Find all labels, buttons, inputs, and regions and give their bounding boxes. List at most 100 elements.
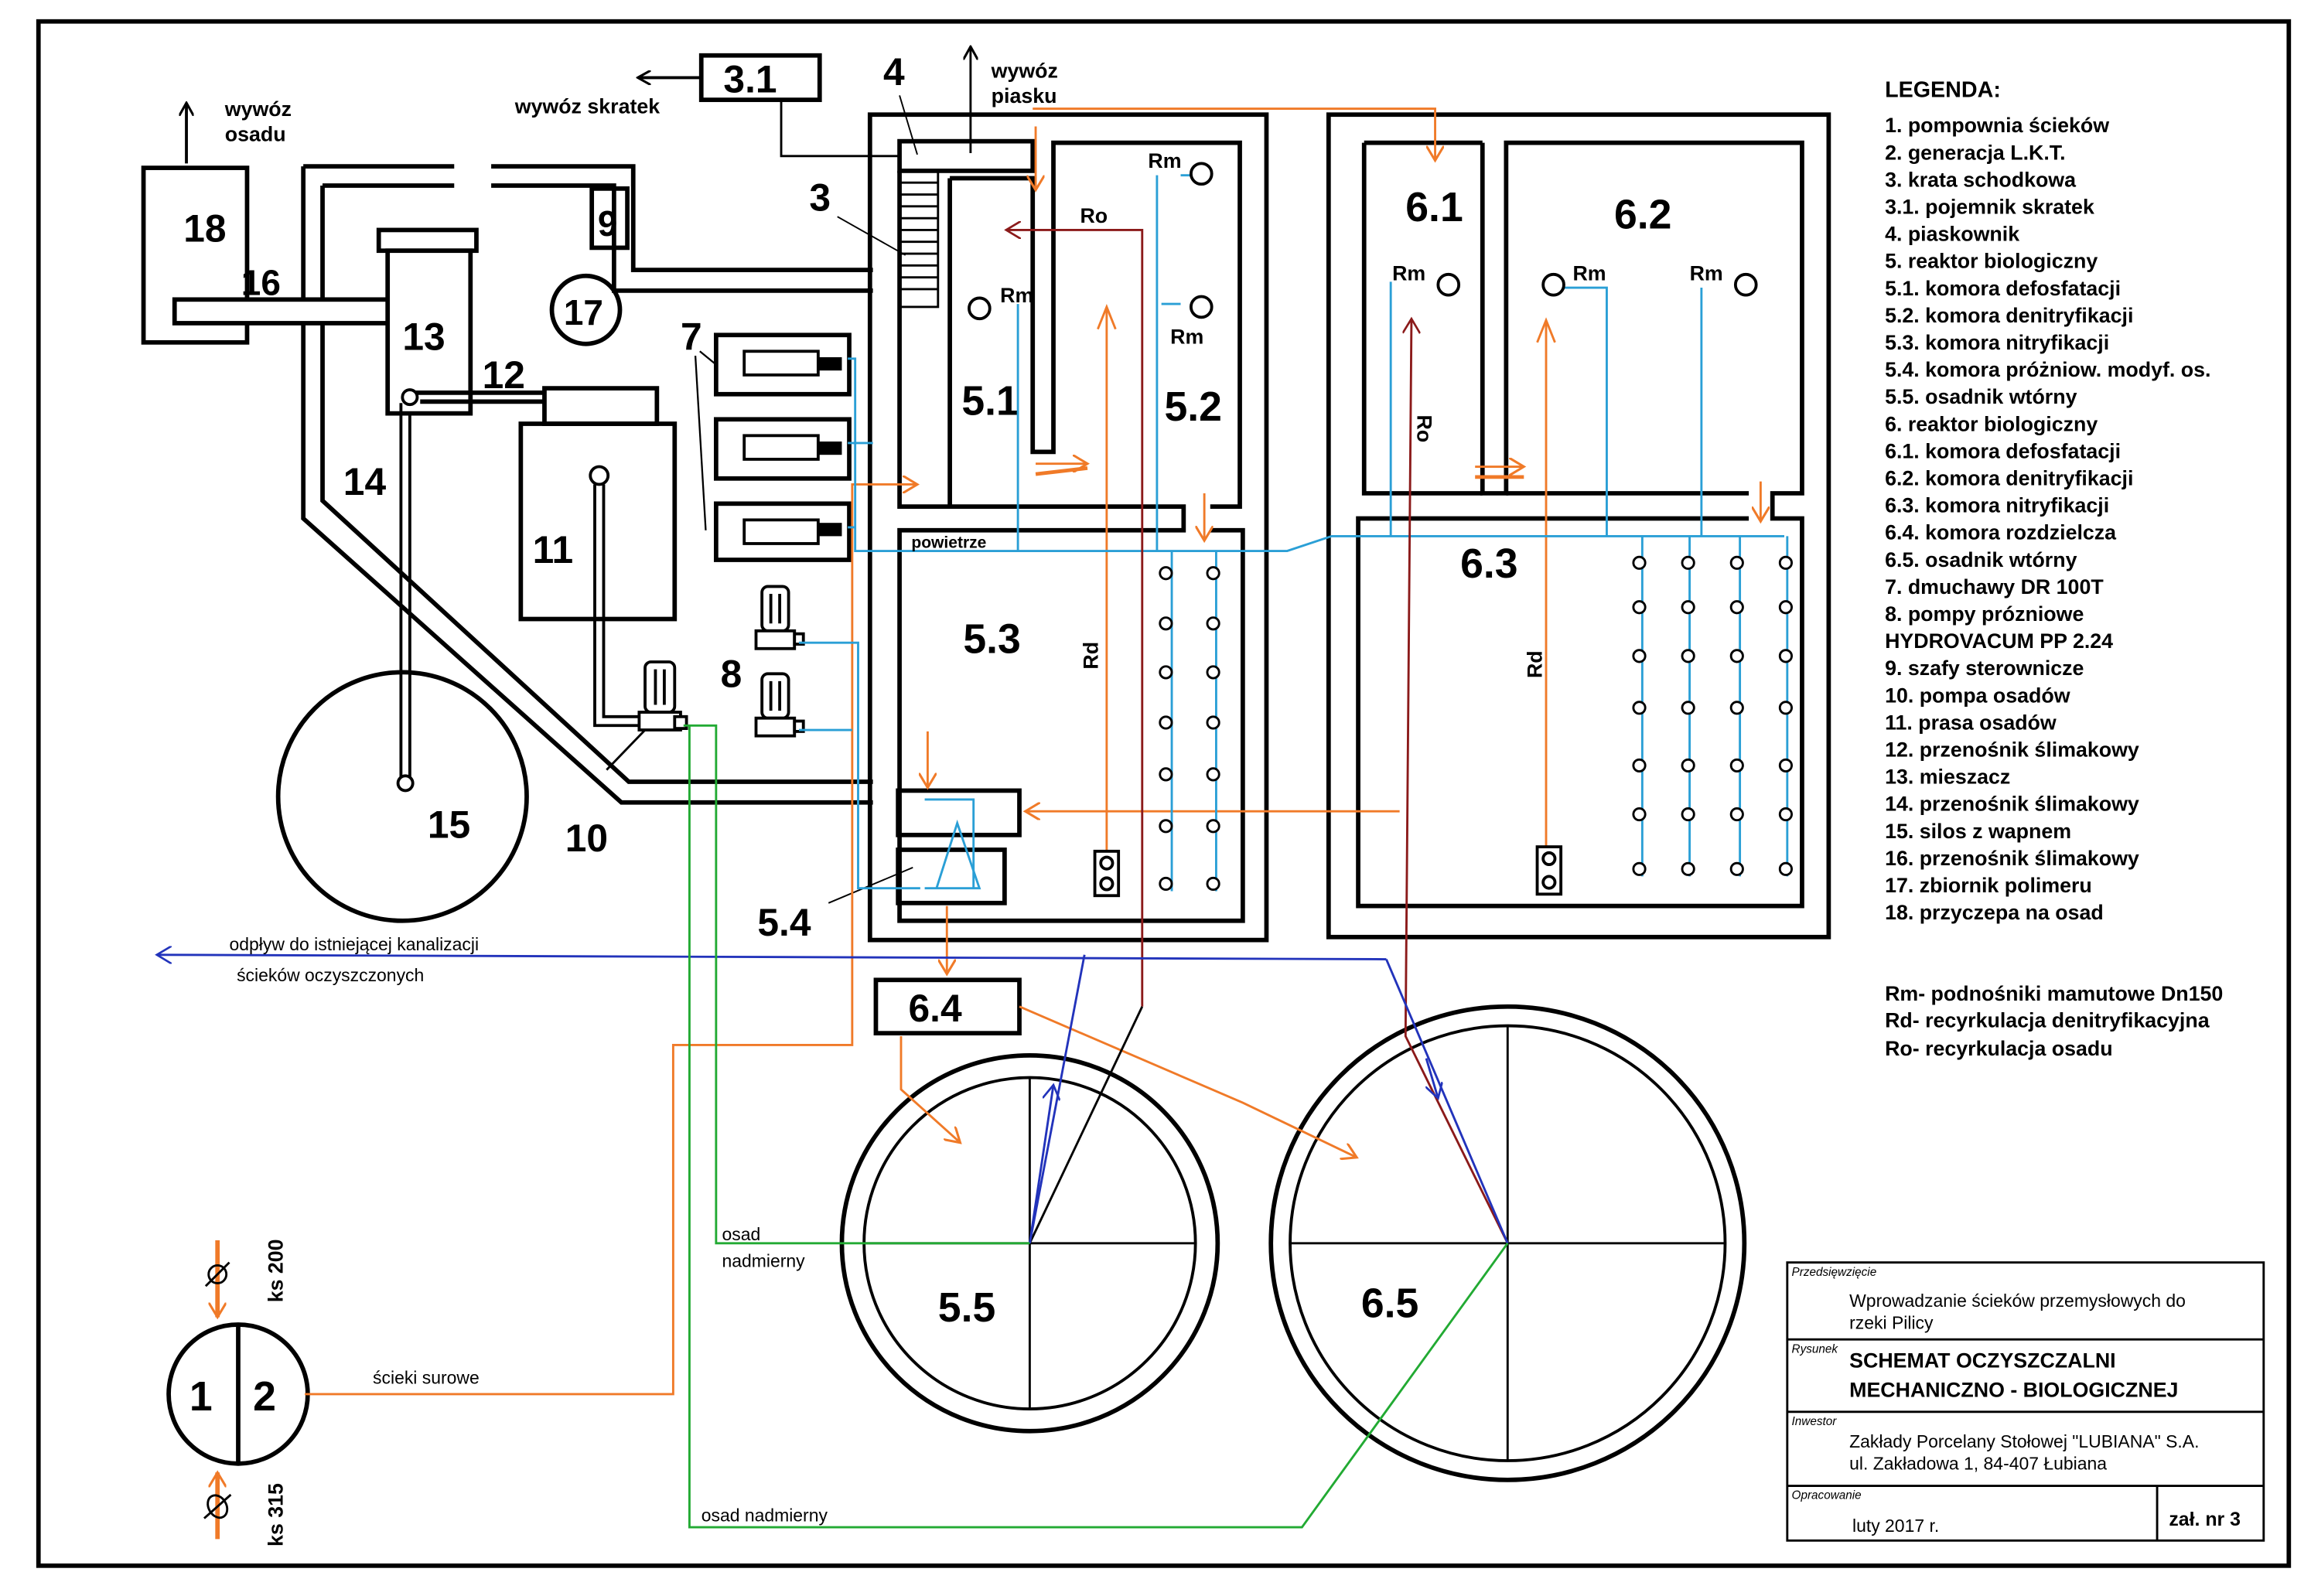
- title-przedsiewziecie-label: Przedsięwzięcie: [1792, 1266, 1877, 1279]
- unit-18-label: 18: [183, 207, 226, 251]
- title-inwestor-1: Zakłady Porcelany Stołowej "LUBIANA" S.A…: [1849, 1431, 2199, 1451]
- title-rysunek-2: MECHANICZNO - BIOLOGICZNEJ: [1849, 1379, 2178, 1402]
- unit-10-label: 10: [565, 817, 608, 860]
- unit-5.4-vacuum-chamber-top: [896, 788, 1022, 837]
- legend-item: 11. prasa osadów: [1885, 711, 2057, 734]
- air-lines: [798, 174, 1789, 892]
- legend-item: 3. krata schodkowa: [1885, 168, 2077, 191]
- title-rysunek-label: Rysunek: [1792, 1342, 1839, 1356]
- unit-8-vacuum-pumps: [754, 585, 805, 738]
- unit-8-label: 8: [721, 653, 742, 696]
- rd-label-5: Rd: [1079, 642, 1102, 670]
- abbrev-ro: Ro- recyrkulacja osadu: [1885, 1037, 2113, 1060]
- excess-sludge-lines: [683, 724, 1509, 1529]
- unit-4-label: 4: [883, 50, 905, 94]
- title-przedsiewziecie-2: rzeki Pilicy: [1849, 1313, 1934, 1333]
- legend-items: 1. pompownia ścieków 2. generacja L.K.T. 3…: [1885, 114, 2210, 924]
- unit-5.2-label: 5.2: [1164, 384, 1221, 430]
- legend-item: 5. reaktor biologiczny: [1885, 250, 2098, 273]
- unit-9-control-cabinet: [589, 186, 630, 251]
- legend-item: 8. pompy prózniowe: [1885, 602, 2084, 626]
- unit-6.5-label: 6.5: [1361, 1281, 1418, 1326]
- legend-item: 3.1. pojemnik skratek: [1885, 195, 2094, 218]
- unit-15-label: 15: [428, 803, 470, 847]
- title-date: luty 2017 r.: [1852, 1516, 1939, 1536]
- legend-item: 4. piaskownik: [1885, 223, 2019, 246]
- abbrev-rd: Rd- recyrkulacja denitryfikacyjna: [1885, 1009, 2210, 1032]
- rd-pumps: [1093, 845, 1563, 898]
- diffusers: [1159, 555, 1793, 892]
- unit-3-screen: [898, 169, 940, 309]
- treated-effluent-line: [157, 955, 1509, 1244]
- wywoz-osadu-label-1: wywóz: [224, 97, 292, 121]
- legend-item: 12. przenośnik ślimakowy: [1885, 738, 2139, 762]
- unit-3-label: 3: [809, 176, 831, 220]
- legend-title: LEGENDA:: [1885, 77, 2001, 102]
- unit-9-label: 9: [598, 203, 618, 244]
- title-rysunek-1: SCHEMAT OCZYSZCZALNI: [1849, 1349, 2115, 1372]
- unit-5.5-label: 5.5: [938, 1285, 995, 1331]
- wywoz-skratek-label: wywóz skratek: [514, 94, 661, 118]
- unit-6.3-label: 6.3: [1460, 541, 1517, 587]
- unit-6.2-label: 6.2: [1614, 193, 1671, 238]
- title-zal: zał. nr 3: [2169, 1509, 2241, 1530]
- unit-18-trailer: [141, 165, 250, 345]
- odplyw-label-1: odpływ do istniejącej kanalizacji: [230, 934, 480, 954]
- legend-item: 5.2. komora denitryfikacji: [1885, 304, 2133, 327]
- osad-nadmierny-label-b: osad nadmierny: [701, 1505, 828, 1525]
- legend-item: 5.3. komora nitryfikacji: [1885, 331, 2109, 354]
- legend-item: 18. przyczepa na osad: [1885, 901, 2104, 924]
- legend-item: 6.3. komora nitryfikacji: [1885, 494, 2109, 517]
- legend-item: 15. silos z wapnem: [1885, 820, 2071, 843]
- sludge-building: [301, 164, 873, 805]
- unit-6.4-label: 6.4: [909, 987, 962, 1030]
- osad-nadmierny-label-a2: nadmierny: [722, 1250, 806, 1270]
- odplyw-label-2: ścieków oczyszczonych: [237, 965, 424, 985]
- unit-6.1-label: 6.1: [1405, 185, 1463, 230]
- legend-item: 17. zbiornik polimeru: [1885, 874, 2092, 897]
- unit-16-conveyor: [172, 297, 396, 326]
- title-inwestor-2: ul. Zakładowa 1, 84-407 Łubiana: [1849, 1453, 2107, 1473]
- unit-10-sludge-pump: [637, 660, 688, 732]
- unit-1-label: 1: [189, 1374, 213, 1420]
- legend-item: 16. przenośnik ślimakowy: [1885, 847, 2139, 870]
- title-przedsiewziecie-1: Wprowadzanie ścieków przemysłowych do: [1849, 1291, 2186, 1311]
- unit-13-label: 13: [402, 315, 445, 358]
- unit-12-label: 12: [483, 353, 525, 397]
- reactor-6: [1326, 112, 1831, 940]
- legend-item: 5.1. komora defosfatacji: [1885, 277, 2121, 300]
- legend-item: 1. pompownia ścieków: [1885, 114, 2109, 137]
- rm-label-4: Rm: [1392, 261, 1425, 285]
- legend-item: 2. generacja L.K.T.: [1885, 141, 2066, 164]
- unit-11-label: 11: [533, 528, 574, 571]
- unit-5.1-label: 5.1: [961, 379, 1019, 425]
- unit-11-press: [518, 421, 678, 622]
- raw-wastewater-line: [305, 107, 1760, 1396]
- legend-item: 9. szafy sterownicze: [1885, 656, 2084, 680]
- legend-item: 5.5. osadnik wtórny: [1885, 385, 2077, 408]
- unit-7-label: 7: [681, 315, 702, 358]
- legend: LEGENDA: 1. pompownia ścieków 2. generacj…: [1885, 77, 2223, 1060]
- title-inwestor-label: Inwestor: [1792, 1415, 1838, 1428]
- title-opracowanie-label: Opracowanie: [1792, 1489, 1862, 1502]
- rd-label-6: Rd: [1523, 650, 1546, 678]
- drawing-frame: [36, 19, 2292, 1568]
- legend-item: 6.4. komora rozdzielcza: [1885, 521, 2117, 544]
- wywoz-piasku-label-2: piasku: [992, 84, 1057, 107]
- unit-13-mixer-top: [376, 227, 479, 254]
- unit-15-lime-silo: [275, 670, 529, 923]
- powietrze-label: powietrze: [911, 534, 986, 552]
- unit-17-polymer-tank: [549, 273, 623, 346]
- return-sludge-lines: [1006, 230, 1509, 1244]
- mammoth-pumps: [968, 162, 1758, 321]
- legend-item: 6.5. osadnik wtórny: [1885, 548, 2077, 571]
- unit-2-label: 2: [253, 1374, 276, 1420]
- unit-3.1-label: 3.1: [723, 58, 777, 101]
- unit-13-mixer: [385, 248, 473, 416]
- ro-label-5: Ro: [1080, 204, 1108, 227]
- legend-item: HYDROVACUM PP 2.24: [1885, 629, 2113, 653]
- ks200-label: ks 200: [264, 1239, 287, 1302]
- unit-5.3-label: 5.3: [963, 617, 1020, 663]
- title-block: [1786, 1261, 2265, 1542]
